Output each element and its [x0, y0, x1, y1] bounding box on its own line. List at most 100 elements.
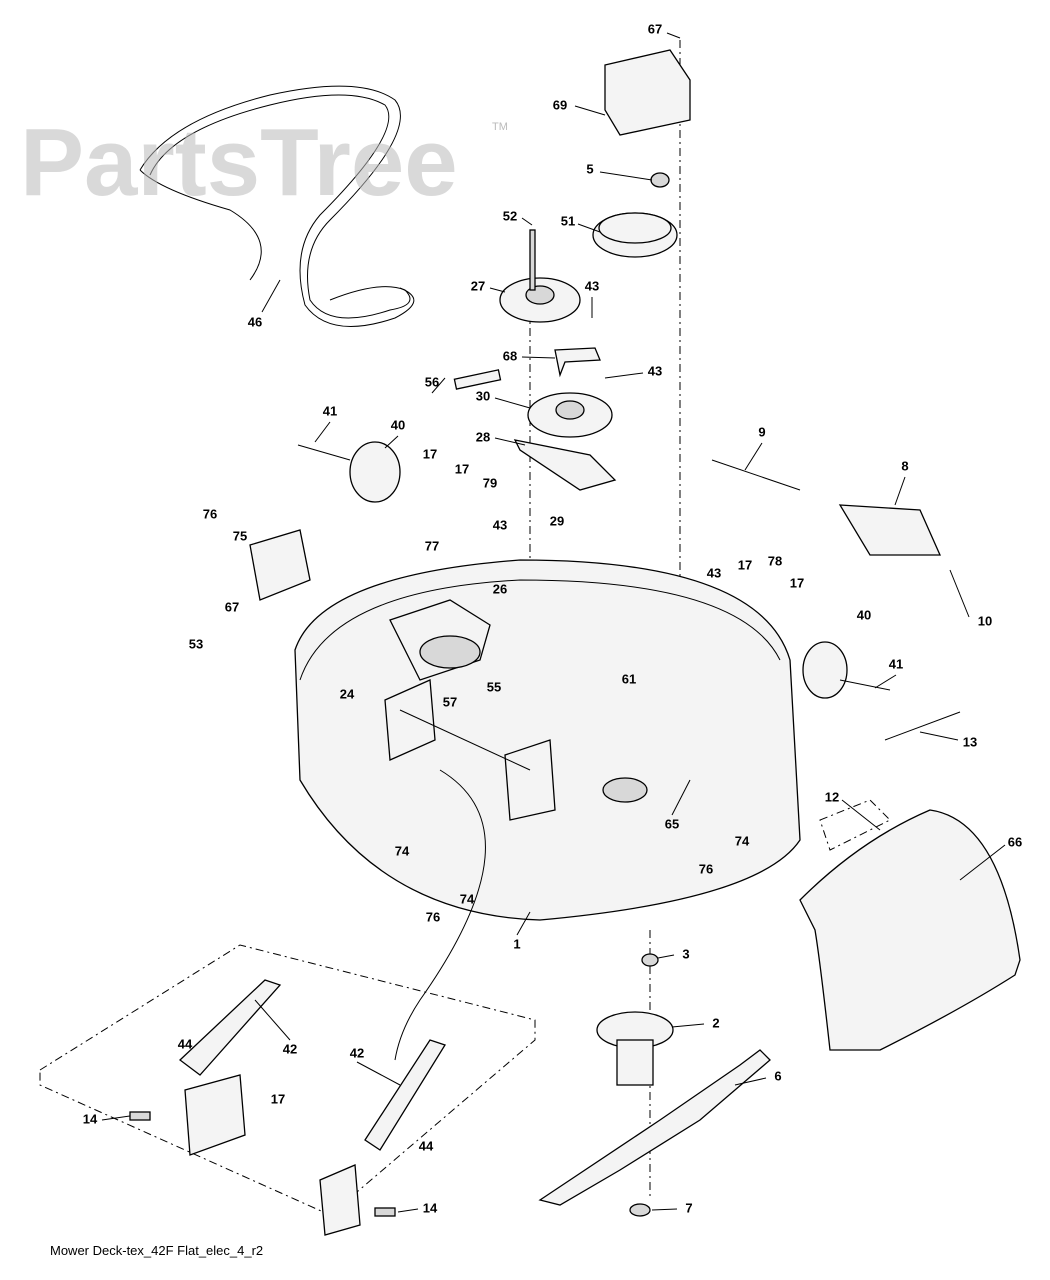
callout: 29: [550, 513, 564, 528]
callout: 43: [493, 517, 507, 532]
callout: 56: [425, 374, 439, 389]
callout: 7: [685, 1200, 692, 1215]
axle-41-left: [297, 444, 351, 461]
wheel-40-right: [802, 641, 848, 699]
callout: 12: [825, 789, 839, 804]
callout: 28: [476, 429, 490, 444]
callout: 67: [648, 21, 662, 36]
pulley-51-rim: [598, 212, 672, 244]
callout: 6: [774, 1068, 781, 1083]
callout: 24: [340, 686, 355, 701]
plate-right: [319, 1164, 361, 1236]
mower-deck: [294, 559, 801, 921]
callout: 69: [553, 97, 567, 112]
callout: 57: [443, 694, 457, 709]
callout: 17: [738, 557, 752, 572]
callout: 55: [487, 679, 501, 694]
deck-top-edge: [299, 579, 781, 681]
drive-belt: [139, 85, 411, 319]
drive-belt-inner: [149, 94, 415, 327]
bracket-left: [384, 679, 436, 761]
callout: 67: [225, 599, 239, 614]
roller-8: [838, 504, 942, 556]
plate-left: [184, 1074, 246, 1156]
pin-14-right: [374, 1207, 396, 1217]
callout: 65: [665, 816, 679, 831]
bolt-7: [629, 1203, 651, 1217]
callout: 41: [323, 403, 337, 418]
callout: 42: [283, 1041, 297, 1056]
callout: 41: [889, 656, 903, 671]
callout: 74: [395, 843, 410, 858]
bolt-52: [529, 229, 536, 291]
diagram-caption: Mower Deck-tex_42F Flat_elec_4_r2: [50, 1243, 264, 1258]
idler-pulley-30-bearing: [555, 400, 585, 420]
callout: 8: [901, 458, 908, 473]
callout: 44: [178, 1036, 193, 1051]
callout: 26: [493, 581, 507, 596]
callout: 68: [503, 348, 517, 363]
watermark-tm: TM: [492, 121, 508, 133]
callout: 27: [471, 278, 485, 293]
belt-cover: [604, 49, 691, 136]
callout: 66: [1008, 834, 1022, 849]
callout: 43: [707, 565, 721, 580]
blade-6: [538, 1049, 771, 1206]
callout: 40: [857, 607, 871, 622]
bracket-right: [504, 739, 556, 821]
callout: 43: [585, 278, 599, 293]
callout: 74: [735, 833, 750, 848]
callout: 76: [203, 506, 217, 521]
lift-arm-inset: [39, 944, 536, 1216]
nut-5: [650, 172, 670, 188]
lift-arm-42-left: [178, 979, 282, 1076]
wire-cable: [394, 769, 486, 1061]
bracket-68: [554, 347, 601, 378]
washer-3: [641, 953, 659, 967]
callout: 61: [622, 671, 636, 686]
pulley-deck: [419, 635, 481, 669]
callout: 17: [271, 1091, 285, 1106]
leader-lines: [101, 32, 1006, 1213]
callout-labels: 67 69 5 52 51 27 43 46 68 43 56 30 41 40…: [83, 21, 1022, 1215]
spindle-housing: [616, 1039, 654, 1086]
callout: 14: [423, 1200, 438, 1215]
callout: 3: [682, 946, 689, 961]
callout: 17: [455, 461, 469, 476]
callout: 5: [586, 161, 593, 176]
callout: 79: [483, 475, 497, 490]
callout: 13: [963, 734, 977, 749]
wheel-40-left: [349, 441, 401, 503]
callout: 1: [513, 936, 520, 951]
watermark-logo: PartsTree: [20, 109, 458, 216]
callout: 42: [350, 1045, 364, 1060]
pin-14-left: [129, 1111, 151, 1121]
callout: 75: [233, 528, 247, 543]
callout: 46: [248, 314, 262, 329]
callout: 43: [648, 363, 662, 378]
callout: 52: [503, 208, 517, 223]
callout: 30: [476, 388, 490, 403]
discharge-chute: [799, 809, 1021, 1051]
callout: 53: [189, 636, 203, 651]
rod-9: [711, 459, 801, 491]
callout: 10: [978, 613, 992, 628]
bumper-75: [249, 529, 311, 601]
callout: 40: [391, 417, 405, 432]
rod-13: [884, 711, 961, 741]
callout: 77: [425, 538, 439, 553]
callout: 74: [460, 891, 475, 906]
callout: 76: [699, 861, 713, 876]
spring-56: [453, 369, 502, 390]
axle-41-right: [839, 679, 891, 691]
callout: 17: [423, 446, 437, 461]
callout: 9: [758, 424, 765, 439]
spindle-mount: [602, 777, 648, 803]
callout: 78: [768, 553, 782, 568]
callout: 14: [83, 1111, 98, 1126]
callout: 51: [561, 213, 575, 228]
lift-arm-42-right: [364, 1039, 446, 1151]
callout: 2: [712, 1015, 719, 1030]
callout: 44: [419, 1138, 434, 1153]
